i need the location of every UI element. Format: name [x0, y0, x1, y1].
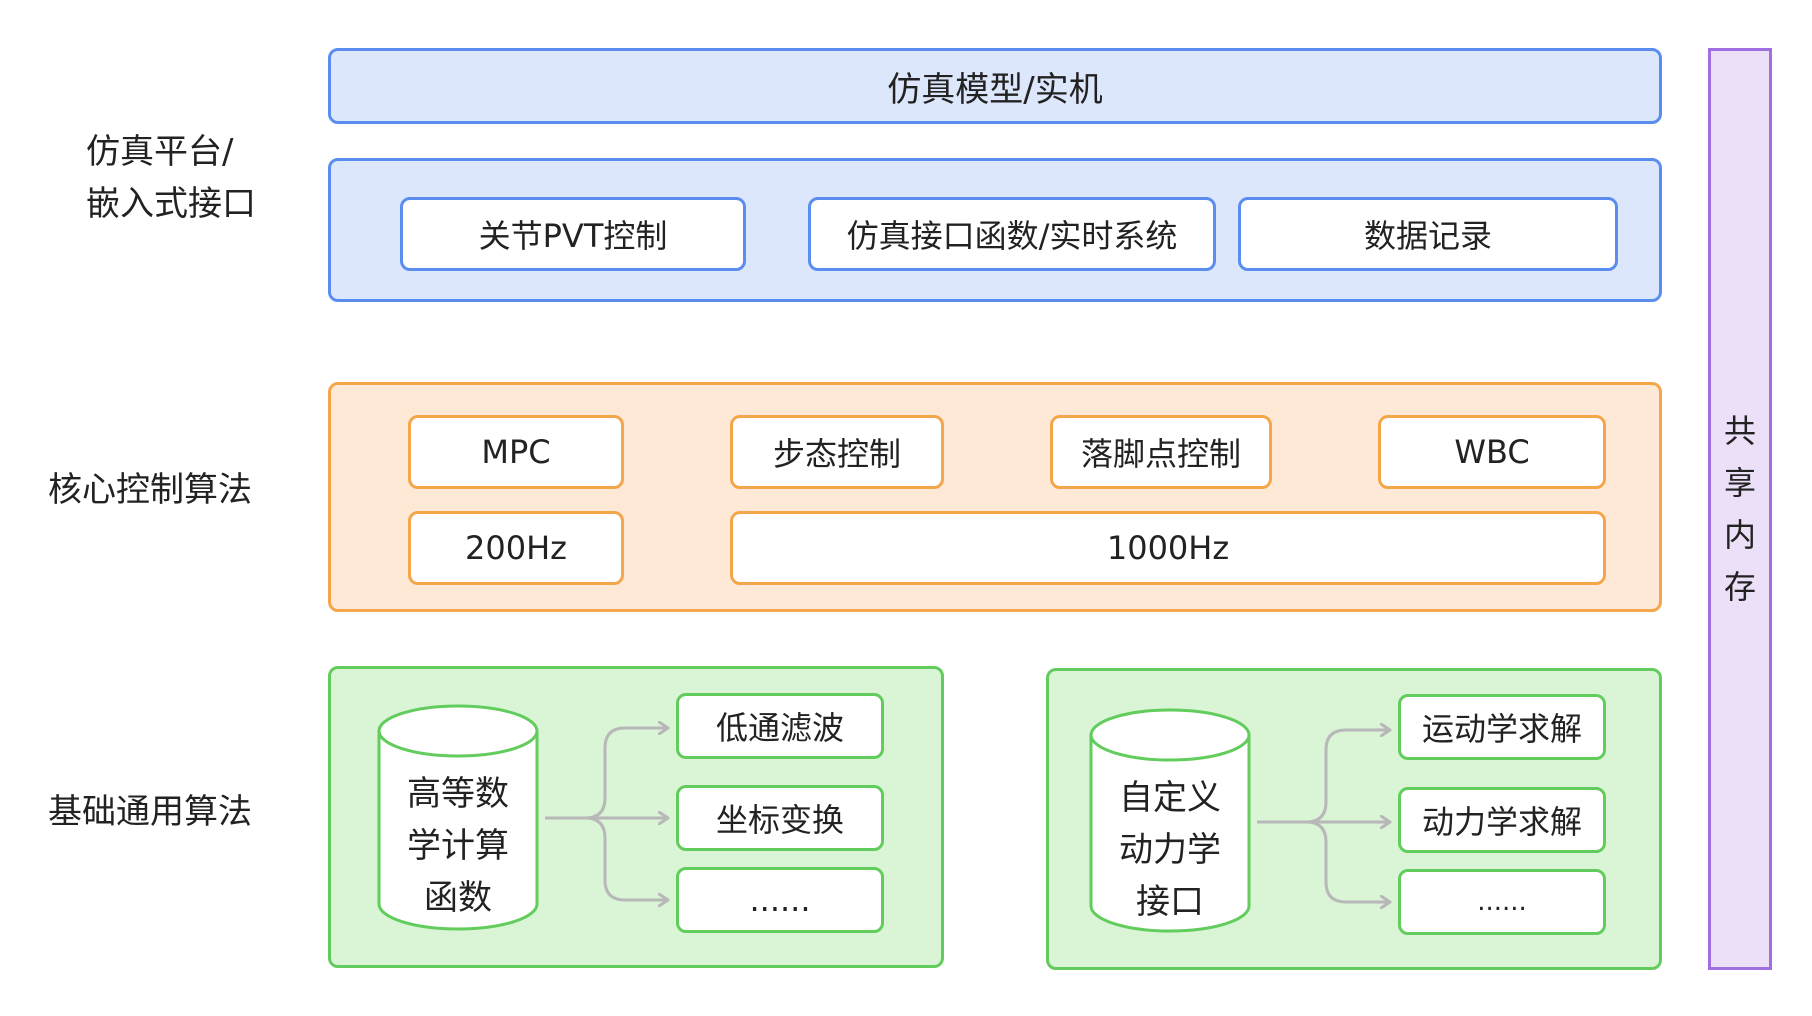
dynamics-interface-line2: 动力学: [1119, 830, 1221, 870]
foothold-control-box: 落脚点控制: [1050, 415, 1272, 489]
platform-layer-label-line2: 嵌入式接口: [86, 184, 256, 224]
shared-memory-char-4: 存: [1723, 568, 1756, 606]
shared-memory-bar: 共 享 内 存: [1708, 48, 1772, 970]
shared-memory-label: 共 享 内 存: [1724, 405, 1756, 613]
sim-interface-box: 仿真接口函数/实时系统: [808, 197, 1216, 271]
shared-memory-char-2: 享: [1723, 464, 1756, 502]
kinematics-solve-box: 运动学求解: [1398, 694, 1606, 760]
sim-model-bar: 仿真模型/实机: [328, 48, 1662, 124]
wbc-box: WBC: [1378, 415, 1606, 489]
math-functions-line3: 函数: [424, 878, 492, 918]
dynamics-solve-box: 动力学求解: [1398, 787, 1606, 853]
platform-layer-label: 仿真平台/ 嵌入式接口: [86, 126, 256, 230]
platform-layer-label-line1: 仿真平台/: [86, 132, 234, 172]
data-record-box: 数据记录: [1238, 197, 1618, 271]
math-functions-label: 高等数 学计算 函数: [378, 768, 538, 924]
shared-memory-char-3: 内: [1723, 516, 1756, 554]
dynamics-interface-line1: 自定义: [1119, 778, 1221, 818]
freq-200hz-box: 200Hz: [408, 511, 624, 585]
math-functions-line2: 学计算: [407, 826, 509, 866]
math-functions-line1: 高等数: [407, 774, 509, 814]
mpc-box: MPC: [408, 415, 624, 489]
joint-pvt-box: 关节PVT控制: [400, 197, 746, 271]
left-ellipsis-box: ......: [676, 867, 884, 933]
coordinate-transform-box: 坐标变换: [676, 785, 884, 851]
right-ellipsis-box: ......: [1398, 869, 1606, 935]
dynamics-interface-line3: 接口: [1136, 882, 1204, 922]
base-layer-label: 基础通用算法: [48, 792, 252, 832]
freq-1000hz-box: 1000Hz: [730, 511, 1606, 585]
gait-control-box: 步态控制: [730, 415, 944, 489]
dynamics-interface-label: 自定义 动力学 接口: [1090, 772, 1250, 928]
lowpass-filter-box: 低通滤波: [676, 693, 884, 759]
core-layer-label: 核心控制算法: [48, 470, 252, 510]
shared-memory-char-1: 共: [1723, 412, 1756, 450]
